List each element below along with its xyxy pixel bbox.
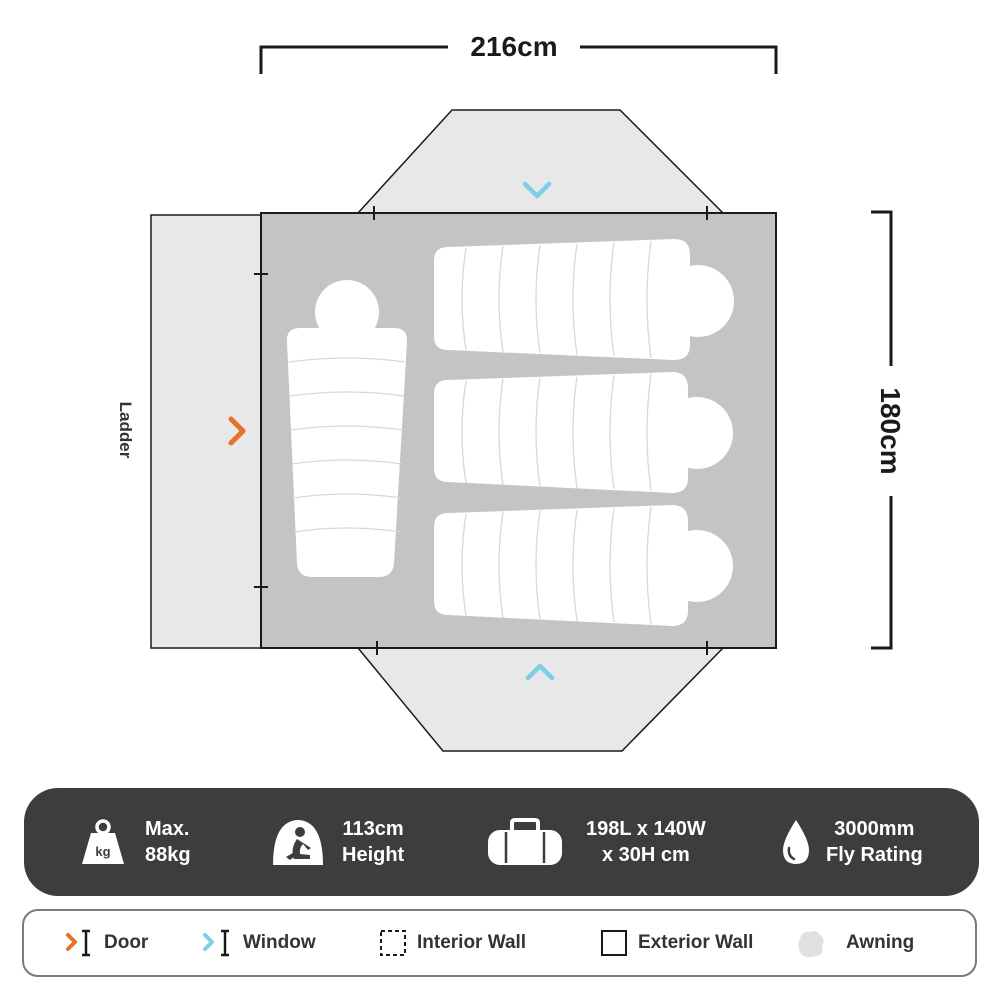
- spec-fly-rating-line2: Fly Rating: [826, 844, 923, 866]
- window-icon: [203, 929, 229, 957]
- bottom-awning: [356, 647, 725, 752]
- spec-fly-rating-line1: 3000mm: [834, 818, 915, 840]
- legend-awning-label: Awning: [846, 932, 915, 953]
- width-dimension: 216cm: [259, 31, 778, 74]
- ladder-label: Ladder: [116, 402, 135, 459]
- spec-max-weight-line1: Max.: [145, 818, 190, 840]
- legend-interior-wall-label: Interior Wall: [417, 932, 527, 953]
- sleeping-bag-vertical: [286, 280, 408, 577]
- sleeping-bag-1: [434, 239, 734, 360]
- window-chevron-bottom-icon: [525, 663, 555, 681]
- svg-text:kg: kg: [95, 844, 110, 859]
- weight-icon: kg: [82, 819, 124, 864]
- spec-height-line1: 113cm: [342, 818, 404, 840]
- spec-fly-rating: 3000mm Fly Rating: [780, 788, 923, 896]
- legend-door-label: Door: [104, 932, 149, 953]
- spec-height-line2: Height: [342, 844, 405, 866]
- spec-height: 113cm Height: [270, 788, 404, 896]
- exterior-wall-icon: [601, 930, 627, 956]
- legend: Door Window Interior Wall Exterior Wall …: [22, 909, 977, 977]
- tent-floor-plan: 216cm 180cm Ladder: [116, 31, 906, 752]
- legend-exterior-wall-label: Exterior Wall: [638, 932, 754, 953]
- legend-window: Window: [201, 911, 316, 975]
- duffel-bag-icon: [488, 818, 562, 865]
- window-chevron-top-icon: [522, 181, 552, 199]
- door-chevron-icon: [228, 416, 246, 446]
- awning-icon: [798, 931, 824, 958]
- specs-bar: kg Max. 88kg 113cm Height 198L x 140W x …: [24, 788, 979, 896]
- height-dimension: 180cm: [871, 210, 906, 650]
- interior-wall-icon: [380, 930, 406, 956]
- door-icon: [66, 929, 90, 957]
- sitting-person-icon: [273, 820, 323, 865]
- legend-window-label: Window: [243, 932, 316, 953]
- spec-max-weight-line2: 88kg: [145, 844, 191, 866]
- height-label: 180cm: [875, 387, 906, 474]
- legend-interior-wall: Interior Wall: [379, 911, 526, 975]
- legend-door: Door: [64, 911, 148, 975]
- legend-exterior-wall: Exterior Wall: [600, 911, 753, 975]
- sleeping-bag-2: [434, 372, 733, 493]
- width-label: 216cm: [470, 31, 557, 62]
- spec-max-weight: kg Max. 88kg: [79, 788, 191, 896]
- spec-pack-size: 198L x 140W x 30H cm: [486, 788, 706, 896]
- spec-pack-size-line2: x 30H cm: [601, 844, 690, 866]
- legend-awning: Awning: [794, 911, 914, 975]
- spec-pack-size-line1: 198L x 140W: [586, 818, 706, 840]
- sleeping-bag-3: [434, 505, 733, 626]
- top-awning: [356, 109, 725, 214]
- water-drop-icon: [783, 820, 809, 864]
